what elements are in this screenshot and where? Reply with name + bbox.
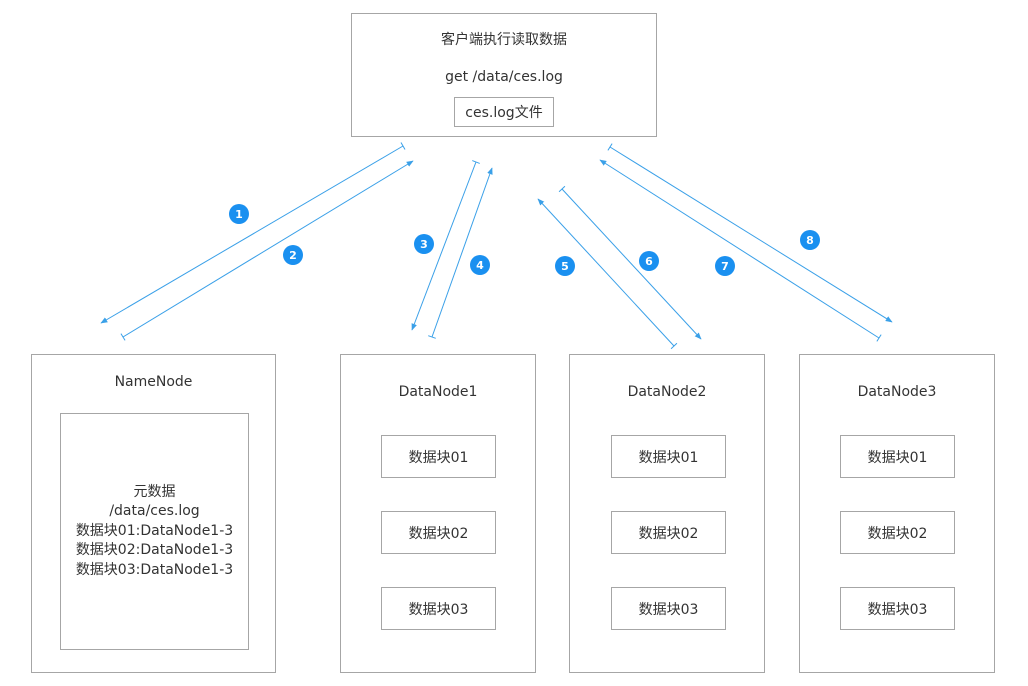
datanode1-block-03: 数据块03 bbox=[381, 587, 496, 630]
datanode3-block-01: 数据块01 bbox=[840, 435, 955, 478]
datanode3-title: DataNode3 bbox=[857, 384, 937, 400]
metadata-box: 元数据 /data/ces.log 数据块01:DataNode1-3 数据块0… bbox=[60, 413, 249, 650]
step-badge-1: 1 bbox=[229, 204, 249, 224]
datanode2-block-02: 数据块02 bbox=[611, 511, 726, 554]
client-command: get /data/ces.log bbox=[445, 69, 563, 85]
namenode-box: NameNode 元数据 /data/ces.log 数据块01:DataNod… bbox=[31, 354, 276, 673]
datanode1-block-01: 数据块01 bbox=[381, 435, 496, 478]
step-badge-4: 4 bbox=[470, 255, 490, 275]
step-badge-8: 8 bbox=[800, 230, 820, 250]
metadata-line: 数据块02:DataNode1-3 bbox=[75, 542, 234, 559]
step-badge-2: 2 bbox=[283, 245, 303, 265]
datanode2-block-03: 数据块03 bbox=[611, 587, 726, 630]
metadata-line: 数据块03:DataNode1-3 bbox=[75, 561, 234, 578]
datanode3-box: DataNode3 数据块01 数据块02 数据块03 bbox=[799, 354, 995, 673]
step-badge-5: 5 bbox=[555, 256, 575, 276]
step-badge-7: 7 bbox=[715, 256, 735, 276]
arrow-2 bbox=[120, 160, 414, 341]
namenode-title: NameNode bbox=[114, 374, 193, 390]
datanode3-block-03: 数据块03 bbox=[840, 587, 955, 630]
datanode2-title: DataNode2 bbox=[627, 384, 707, 400]
datanode1-box: DataNode1 数据块01 数据块02 数据块03 bbox=[340, 354, 536, 673]
metadata-line: 元数据 bbox=[133, 483, 176, 500]
metadata-line: 数据块01:DataNode1-3 bbox=[75, 522, 234, 539]
datanode1-block-02: 数据块02 bbox=[381, 511, 496, 554]
metadata-line: /data/ces.log bbox=[109, 503, 200, 520]
arrow-8 bbox=[607, 143, 893, 323]
step-badge-3: 3 bbox=[414, 234, 434, 254]
datanode2-box: DataNode2 数据块01 数据块02 数据块03 bbox=[569, 354, 765, 673]
client-title: 客户端执行读取数据 bbox=[441, 32, 567, 48]
client-file-box: ces.log文件 bbox=[454, 97, 554, 127]
arrow-4 bbox=[428, 167, 493, 339]
datanode3-block-02: 数据块02 bbox=[840, 511, 955, 554]
datanode2-block-01: 数据块01 bbox=[611, 435, 726, 478]
datanode1-title: DataNode1 bbox=[398, 384, 478, 400]
arrow-1 bbox=[100, 142, 406, 324]
step-badge-6: 6 bbox=[639, 251, 659, 271]
client-box: 客户端执行读取数据 get /data/ces.log ces.log文件 bbox=[351, 13, 657, 137]
